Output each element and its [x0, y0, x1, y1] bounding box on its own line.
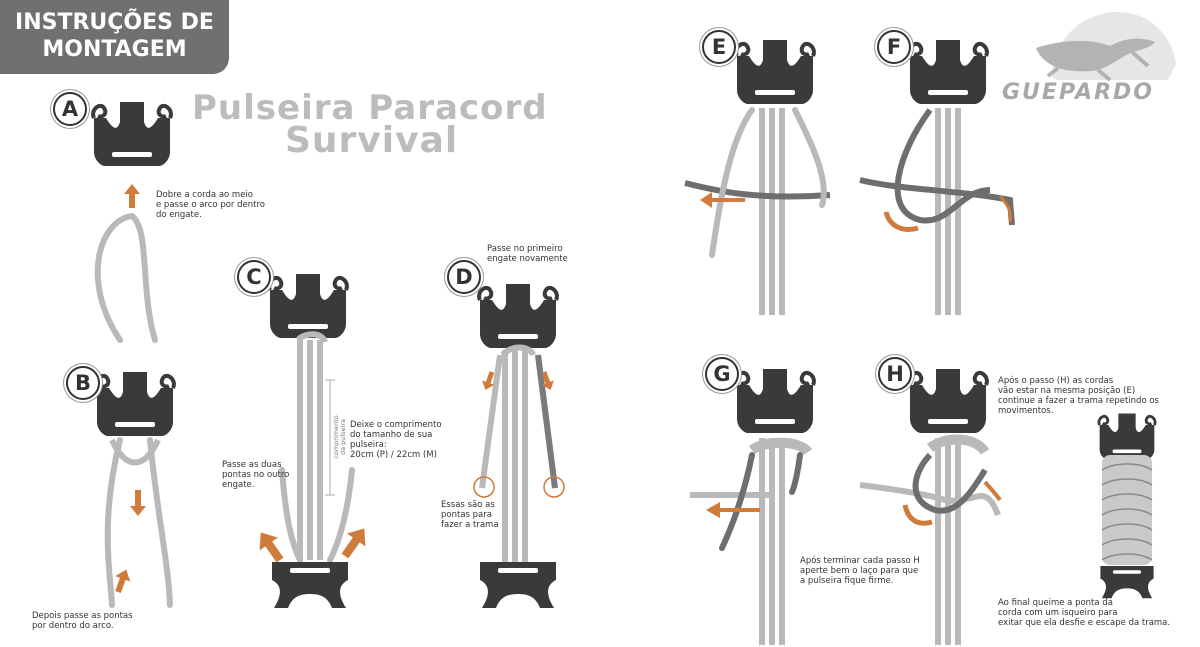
step-h-note-top: Após o passo (H) as cordas vão estar na … — [998, 376, 1159, 416]
step-c-illustration — [251, 272, 374, 608]
step-badge-b: B — [66, 366, 100, 400]
step-badge-g: G — [705, 357, 739, 391]
step-c-note-left: Passe as duas pontas no outro engate. — [222, 460, 290, 490]
final-step-note: Ao final queime a ponta da corda com um … — [998, 598, 1171, 628]
step-f-illustration — [859, 38, 1015, 315]
step-b-illustration — [94, 370, 176, 608]
step-c-note-right: Deixe o comprimento do tamanho de sua pu… — [350, 420, 442, 460]
product-title-line-1: Pulseira Paracord — [192, 88, 548, 128]
instructions-banner: INSTRUÇÕES DE MONTAGEM — [0, 0, 229, 74]
step-badge-e: E — [702, 30, 736, 64]
step-b-note: Depois passe as pontas por dentro do arc… — [32, 611, 133, 631]
banner-line-2: MONTAGEM — [42, 37, 187, 62]
step-badge-d: D — [447, 260, 481, 294]
step-badge-h: H — [878, 357, 912, 391]
brand-logo-text: GUEPARDO — [1002, 80, 1154, 105]
step-badge-f: F — [877, 30, 911, 64]
finished-bracelet-illustration — [1097, 412, 1157, 599]
cheetah-icon — [1036, 12, 1176, 82]
step-g-illustration — [690, 367, 816, 645]
step-badge-c: C — [237, 260, 271, 294]
step-badge-a: A — [53, 92, 87, 126]
banner-line-1: INSTRUÇÕES DE — [15, 10, 214, 35]
step-d-illustration — [473, 282, 565, 608]
step-a-note: Dobre a corda ao meio e passe o arco por… — [156, 190, 265, 220]
step-a-illustration — [91, 100, 173, 343]
product-title-line-2: Survival — [285, 120, 459, 161]
length-measure-label: comprimento da pulseira — [332, 415, 347, 459]
step-d-note-bottom: Essas são as pontas para fazer a trama — [441, 500, 499, 530]
step-d-note-top: Passe no primeiro engate novamente — [487, 244, 568, 264]
step-e-illustration — [684, 38, 831, 315]
step-g-note: Após terminar cada passo H aperte bem o … — [800, 556, 920, 586]
step-h-illustration — [859, 367, 1002, 645]
